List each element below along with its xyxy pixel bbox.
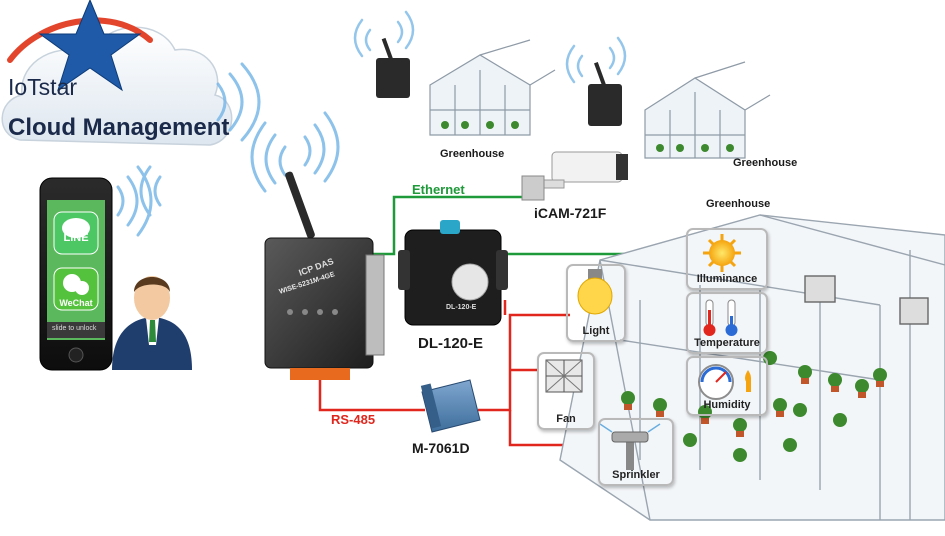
wise-device-icon (588, 62, 622, 126)
greenhouse-label-1: Greenhouse (440, 148, 505, 160)
hygrometer-icon (698, 364, 751, 400)
sun-icon (703, 234, 741, 272)
sensor-body-text: DL-120-E (446, 304, 477, 311)
wifi-icon (250, 111, 340, 193)
greenhouse-label-3: Greenhouse (706, 198, 771, 210)
rs485-label: RS-485 (331, 412, 376, 427)
light-card: Light (566, 264, 626, 342)
light-bulb-icon (577, 269, 613, 315)
dl-120-e-sensor (398, 220, 508, 326)
cloud-title: Cloud Management (8, 114, 230, 141)
greenhouse-icon (429, 39, 556, 136)
camera-icon (521, 151, 628, 201)
wifi-icon (565, 36, 627, 84)
fan-label: Fan (556, 413, 576, 425)
module-label: M-7061D (412, 440, 470, 456)
sprinkler-label: Sprinkler (612, 469, 660, 481)
m-7061d-module (420, 379, 481, 433)
phone-slider-label: slide to unlock (52, 325, 97, 332)
wifi-icon (216, 62, 261, 142)
smartphone-icon (39, 177, 113, 371)
light-label: Light (582, 325, 610, 337)
phone-app-wechat-label: WeChat (59, 298, 93, 308)
phone-app-line-label: LINE (63, 232, 89, 244)
gateway-device (264, 171, 385, 380)
large-greenhouse-icon (559, 214, 945, 521)
thermometer-icon (703, 299, 738, 336)
sensor-label: DL-120-E (418, 335, 484, 352)
temperature-card: Temperature (686, 292, 768, 354)
humidity-label: Humidity (703, 399, 751, 411)
illuminance-label: Illuminance (696, 273, 758, 285)
fan-icon (545, 359, 583, 393)
sprinkler-card: Sprinkler (598, 418, 674, 486)
greenhouse-icon (644, 61, 771, 159)
star-logo-icon (38, 0, 142, 92)
wise-device-icon (376, 37, 410, 98)
camera-label: iCAM-721F (534, 205, 607, 221)
ethernet-label: Ethernet (412, 182, 465, 197)
sprinkler-icon (599, 423, 661, 470)
temperature-label: Temperature (694, 337, 760, 349)
greenhouse-label-2: Greenhouse (733, 157, 798, 169)
illuminance-card: Illuminance (686, 228, 768, 290)
user-avatar-icon (112, 276, 192, 370)
wifi-icon (116, 165, 162, 237)
humidity-card: Humidity (686, 356, 768, 416)
fan-card: Fan (537, 352, 595, 430)
wifi-icon (353, 10, 415, 58)
cloud-brand-label: IoTstar (8, 74, 78, 100)
cloud-icon (1, 0, 233, 146)
